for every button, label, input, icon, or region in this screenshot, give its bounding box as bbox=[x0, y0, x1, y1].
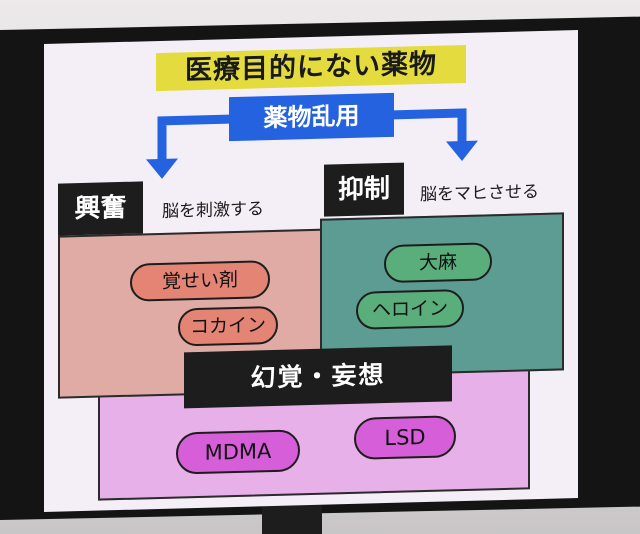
drug-pill-cocaine: コカイン bbox=[178, 305, 278, 347]
stimulant-description: 脳を刺激する bbox=[162, 199, 264, 222]
slide-screen: 医療目的にない薬物 薬物乱用 興奮 脳を刺激する 抑制 脳をマヒさせる 覚せい剤… bbox=[44, 30, 578, 512]
hallucinogen-label: 幻覚・妄想 bbox=[184, 345, 452, 409]
depressant-description: 脳をマヒさせる bbox=[420, 182, 539, 206]
drug-pill-mdma: MDMA bbox=[176, 429, 300, 475]
drug-pill-stimulants: 覚せい剤 bbox=[130, 260, 270, 302]
drug-abuse-label: 薬物乱用 bbox=[229, 92, 394, 142]
drug-pill-cannabis: 大麻 bbox=[384, 242, 492, 284]
left-arrow bbox=[157, 114, 229, 164]
right-arrow bbox=[394, 108, 467, 146]
slide-title: 医療目的にない薬物 bbox=[156, 44, 466, 92]
stimulant-label: 興奮 bbox=[58, 181, 143, 236]
drug-pill-heroin: ヘロイン bbox=[356, 289, 464, 330]
monitor-stand bbox=[262, 505, 322, 534]
branch-arrows bbox=[146, 108, 478, 179]
left-arrowhead bbox=[146, 158, 178, 179]
depressant-label: 抑制 bbox=[324, 162, 404, 217]
right-arrowhead bbox=[446, 140, 478, 162]
drug-pill-lsd: LSD bbox=[354, 415, 456, 460]
